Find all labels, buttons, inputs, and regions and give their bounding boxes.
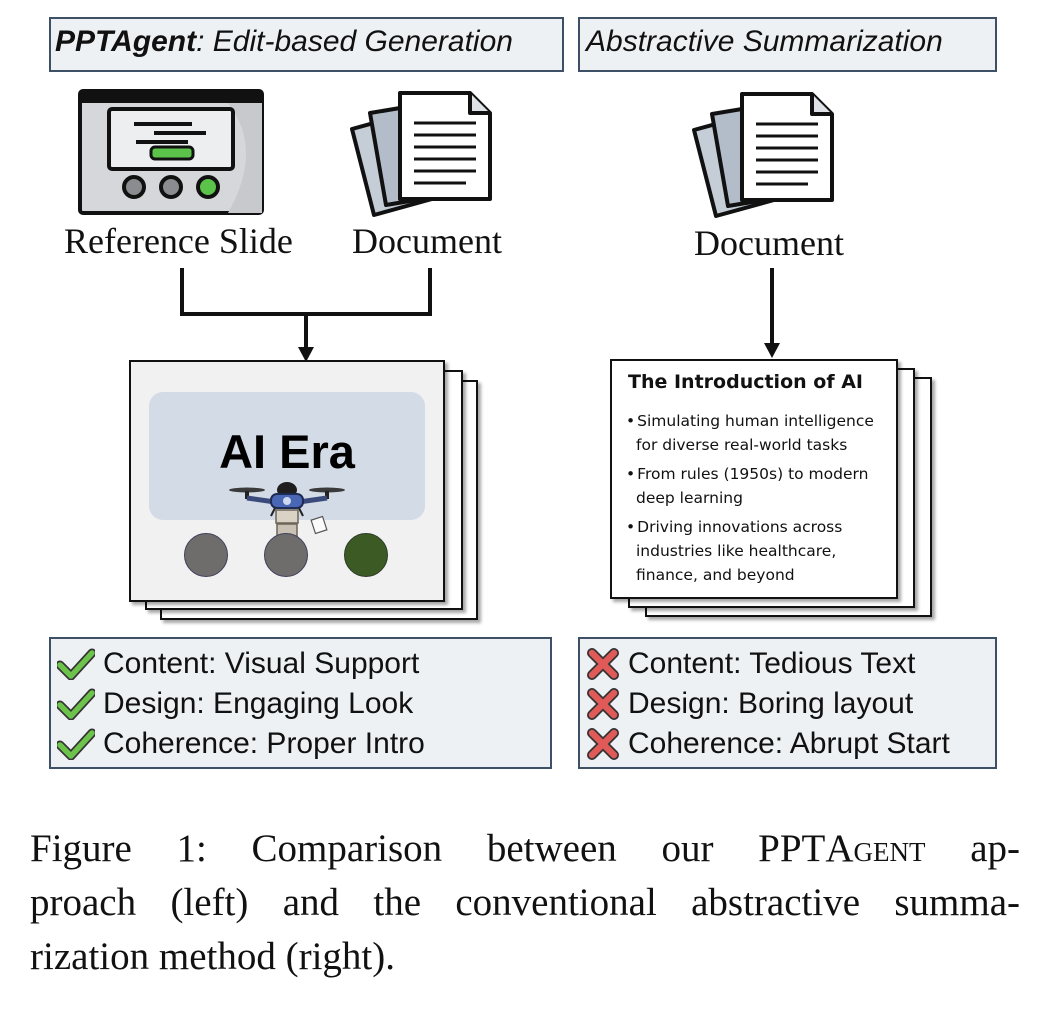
left-header-bold: PPTAgent (55, 25, 197, 58)
right-arrow-head (764, 343, 780, 358)
right-header-text: Abstractive Summarization (586, 25, 943, 58)
caption-line-1-smallcaps: Agent (825, 827, 926, 870)
left-eval-box: Content: Visual Support Design: Engaging… (49, 637, 552, 769)
right-eval-box: Content: Tedious Text Design: Boring lay… (578, 637, 997, 769)
figure-caption: Figure 1: Comparison between our PPTAgen… (30, 822, 1020, 984)
summary-title: The Introduction of AI (628, 371, 863, 393)
flow-connectors (180, 268, 780, 362)
summary-bullet-1-line2: for diverse real-world tasks (636, 436, 848, 454)
caption-line-1: Figure 1: Comparison between our PPTAgen… (30, 822, 1020, 876)
reference-slide-icon (78, 89, 264, 215)
document-icon-left (350, 91, 492, 217)
left-eval-text-2: Design: Engaging Look (103, 687, 414, 720)
left-header-rest: : Edit-based Generation (196, 25, 513, 58)
slide-dot-2 (264, 533, 308, 577)
summary-bullet-1-line1: Simulating human intelligence (626, 412, 874, 430)
cross-icon (587, 688, 619, 720)
check-icon (57, 688, 95, 720)
summary-bullet-3-line1: Driving innovations across (626, 518, 842, 536)
right-eval-row-3: Coherence: Abrupt Start (586, 725, 950, 763)
reference-slide-label: Reference Slide (64, 221, 293, 261)
cross-icon (587, 648, 619, 680)
caption-line-2: proach (left) and the conventional abstr… (30, 881, 1020, 924)
summary-bullet-2-line2: deep learning (636, 489, 743, 507)
summary-bullet-1: Simulating human intelligence for divers… (626, 409, 874, 457)
right-eval-text-1: Content: Tedious Text (628, 647, 916, 680)
slide-dot-3 (344, 533, 388, 577)
caption-line-1-a: Figure 1: Comparison between our PPT (30, 827, 826, 870)
right-eval-row-2: Design: Boring layout (586, 685, 913, 723)
caption-line-3: rization method (right). (30, 935, 395, 978)
right-header-box: Abstractive Summarization (578, 17, 997, 72)
check-icon (57, 648, 95, 680)
right-eval-text-3: Coherence: Abrupt Start (628, 727, 950, 760)
left-eval-text-3: Coherence: Proper Intro (103, 727, 425, 760)
summary-bullet-3-line2: industries like healthcare, (636, 542, 837, 560)
document-label-right: Document (694, 223, 844, 263)
caption-line-1-b: ap- (925, 827, 1020, 870)
summary-bullet-2-line1: From rules (1950s) to modern (626, 465, 868, 483)
left-header-text: PPTAgent: Edit-based Generation (55, 25, 513, 59)
left-header-box: PPTAgent: Edit-based Generation (49, 17, 564, 72)
generated-slide: AI Era (129, 360, 445, 602)
check-icon (57, 728, 95, 760)
right-eval-text-2: Design: Boring layout (628, 687, 914, 720)
left-eval-row-2: Design: Engaging Look (57, 685, 413, 723)
merge-connector (180, 268, 432, 316)
summary-slide: The Introduction of AI Simulating human … (610, 359, 898, 599)
summary-bullet-3-line3: finance, and beyond (636, 566, 795, 584)
document-icon-right (692, 92, 834, 218)
left-eval-text-1: Content: Visual Support (103, 647, 420, 680)
slide-title: AI Era (219, 425, 355, 478)
summary-bullet-3: Driving innovations across industries li… (626, 515, 842, 587)
summary-bullet-2: From rules (1950s) to modern deep learni… (626, 462, 868, 510)
left-eval-row-1: Content: Visual Support (57, 645, 419, 683)
left-arrow-head (298, 347, 314, 362)
drone-icon (229, 482, 345, 537)
right-eval-row-1: Content: Tedious Text (586, 645, 915, 683)
document-label-left: Document (352, 221, 502, 261)
slide-dot-1 (184, 533, 228, 577)
left-eval-row-3: Coherence: Proper Intro (57, 725, 425, 763)
cross-icon (587, 728, 619, 760)
